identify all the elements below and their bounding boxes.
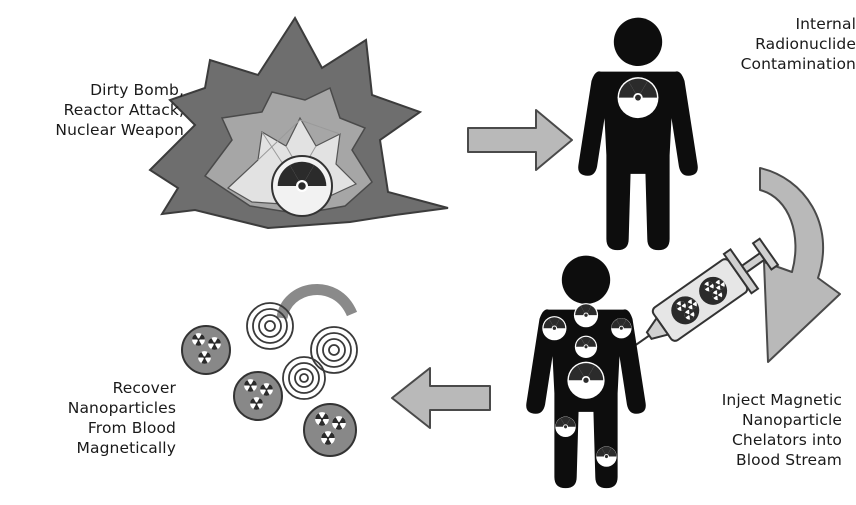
recovery-caption: Recover Nanoparticles From Blood Magneti…: [36, 378, 176, 458]
injection-caption: Inject Magnetic Nanoparticle Chelators i…: [686, 390, 842, 470]
flow-arrow-icon: [468, 110, 572, 170]
source-caption: Dirty Bomb, Reactor Attack, Nuclear Weap…: [8, 80, 184, 140]
treated-person: [526, 256, 646, 489]
explosion-icon: [150, 18, 448, 228]
flow-arrow-icon: [392, 368, 490, 428]
nanoparticle-cluster-icon: [182, 326, 356, 456]
contamination-caption: Internal Radionuclide Contamination: [700, 14, 856, 74]
contaminated-person: [578, 18, 698, 251]
